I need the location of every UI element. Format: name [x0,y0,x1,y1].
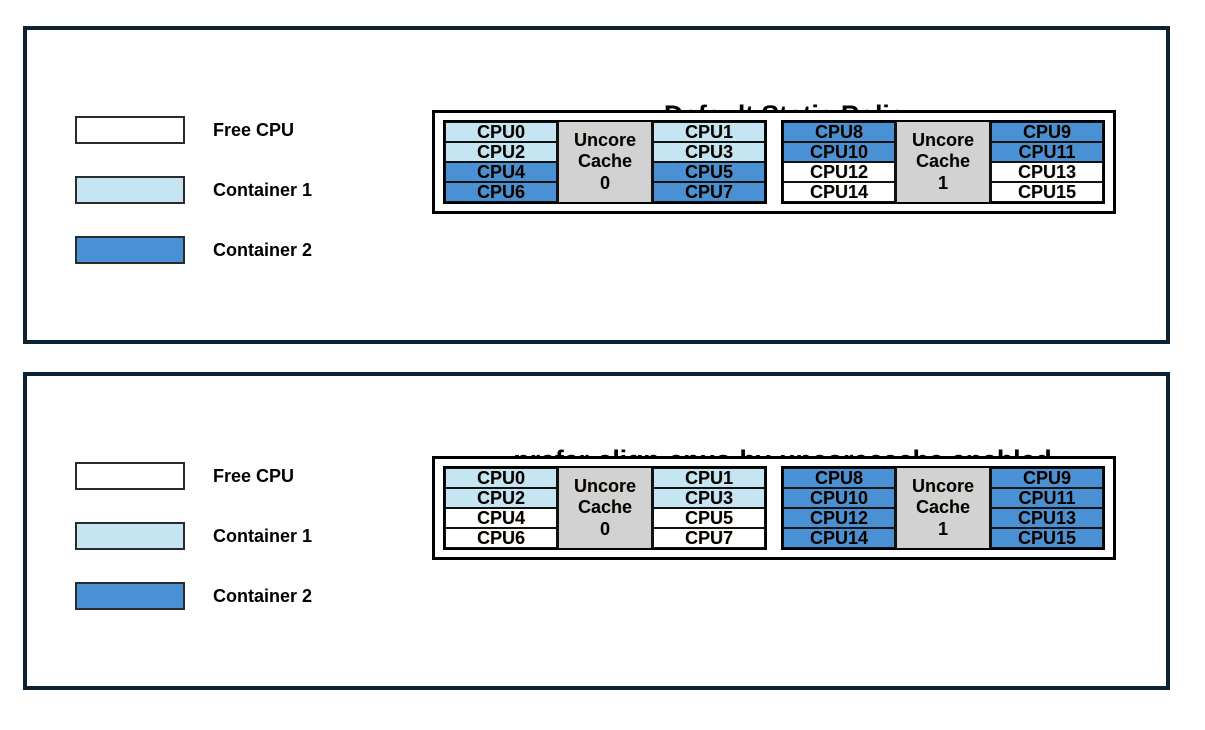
cpu-cell: CPU8 [783,122,895,142]
legend-swatch-container-1 [75,522,185,550]
cpu-column-left: CPU8 CPU10 CPU12 CPU14 [783,122,895,202]
cpu-cell: CPU13 [991,162,1103,182]
cpu-cell: CPU10 [783,488,895,508]
cpu-cell: CPU11 [991,142,1103,162]
cpu-cell: CPU9 [991,122,1103,142]
cpu-cell: CPU11 [991,488,1103,508]
cpu-cell: CPU2 [445,488,557,508]
legend-item-container-2: Container 2 [75,236,312,264]
socket-uncore-cache-1: CPU8 CPU10 CPU12 CPU14 Uncore Cache 1 CP… [781,120,1105,204]
uncore-cache-label-line-1: Uncore [911,476,974,497]
socket-uncore-cache-0: CPU0 CPU2 CPU4 CPU6 Uncore Cache 0 CPU1 … [443,120,767,204]
legend: Free CPU Container 1 Container 2 [75,116,312,264]
cpu-cell: CPU3 [653,142,765,162]
cpu-cell: CPU3 [653,488,765,508]
legend-swatch-container-1 [75,176,185,204]
cpu-column-left: CPU0 CPU2 CPU4 CPU6 [445,122,557,202]
cpu-cell: CPU12 [783,508,895,528]
socket-uncore-cache-0: CPU0 CPU2 CPU4 CPU6 Uncore Cache 0 CPU1 … [443,466,767,550]
legend-label-container-1: Container 1 [213,179,313,200]
cpu-cell: CPU6 [445,182,557,202]
uncore-cache-block: Uncore Cache 0 [557,468,653,548]
uncore-cache-label-line-2: Cache [915,497,971,518]
uncore-cache-block: Uncore Cache 0 [557,122,653,202]
legend-item-container-1: Container 1 [75,522,312,550]
cpu-cell: CPU8 [783,468,895,488]
uncore-cache-block: Uncore Cache 1 [895,122,991,202]
uncore-cache-index: 1 [937,518,948,539]
cpu-cell: CPU14 [783,182,895,202]
legend-label-container-1: Container 1 [213,525,313,546]
cpu-column-right: CPU9 CPU11 CPU13 CPU15 [991,122,1103,202]
legend-swatch-container-2 [75,236,185,264]
uncore-cache-label-line-1: Uncore [911,130,974,151]
cpu-cell: CPU1 [653,468,765,488]
cpu-cell: CPU15 [991,182,1103,202]
legend-item-container-1: Container 1 [75,176,312,204]
uncore-cache-index: 0 [599,518,610,539]
cpu-cell: CPU10 [783,142,895,162]
legend-label-free-cpu: Free CPU [213,465,295,486]
cpu-cell: CPU15 [991,528,1103,548]
cpu-cell: CPU12 [783,162,895,182]
cpu-column-right: CPU9 CPU11 CPU13 CPU15 [991,468,1103,548]
legend-label-container-2: Container 2 [213,239,313,260]
cpu-cell: CPU14 [783,528,895,548]
cpu-cell: CPU9 [991,468,1103,488]
uncore-cache-index: 1 [937,172,948,193]
cpu-cell: CPU4 [445,162,557,182]
cpu-cell: CPU7 [653,182,765,202]
cpu-cell: CPU5 [653,508,765,528]
uncore-cache-label-line-2: Cache [577,151,633,172]
legend-swatch-free-cpu [75,462,185,490]
cpu-cell: CPU0 [445,122,557,142]
uncore-cache-index: 0 [599,172,610,193]
legend: Free CPU Container 1 Container 2 [75,462,312,610]
uncore-cache-label-line-1: Uncore [573,476,636,497]
cpu-cell: CPU0 [445,468,557,488]
cpu-topology-diagram: CPU0 CPU2 CPU4 CPU6 Uncore Cache 0 CPU1 … [432,110,1116,214]
legend-swatch-container-2 [75,582,185,610]
panel-prefer-align-cpus-by-uncorecache: prefer-align-cpus-by-uncorecache enabled… [23,372,1170,690]
cpu-column-left: CPU8 CPU10 CPU12 CPU14 [783,468,895,548]
panel-default-static-policy: Default Static Policy Free CPU Container… [23,26,1170,344]
uncore-cache-block: Uncore Cache 1 [895,468,991,548]
cpu-column-right: CPU1 CPU3 CPU5 CPU7 [653,122,765,202]
socket-uncore-cache-1: CPU8 CPU10 CPU12 CPU14 Uncore Cache 1 CP… [781,466,1105,550]
cpu-cell: CPU7 [653,528,765,548]
legend-swatch-free-cpu [75,116,185,144]
legend-item-container-2: Container 2 [75,582,312,610]
cpu-cell: CPU2 [445,142,557,162]
legend-label-container-2: Container 2 [213,585,313,606]
legend-label-free-cpu: Free CPU [213,119,295,140]
cpu-topology-diagram: CPU0 CPU2 CPU4 CPU6 Uncore Cache 0 CPU1 … [432,456,1116,560]
legend-item-free-cpu: Free CPU [75,116,312,144]
cpu-column-left: CPU0 CPU2 CPU4 CPU6 [445,468,557,548]
cpu-column-right: CPU1 CPU3 CPU5 CPU7 [653,468,765,548]
cpu-cell: CPU13 [991,508,1103,528]
cpu-cell: CPU5 [653,162,765,182]
uncore-cache-label-line-2: Cache [577,497,633,518]
uncore-cache-label-line-1: Uncore [573,130,636,151]
cpu-cell: CPU6 [445,528,557,548]
legend-item-free-cpu: Free CPU [75,462,312,490]
cpu-cell: CPU4 [445,508,557,528]
cpu-cell: CPU1 [653,122,765,142]
uncore-cache-label-line-2: Cache [915,151,971,172]
